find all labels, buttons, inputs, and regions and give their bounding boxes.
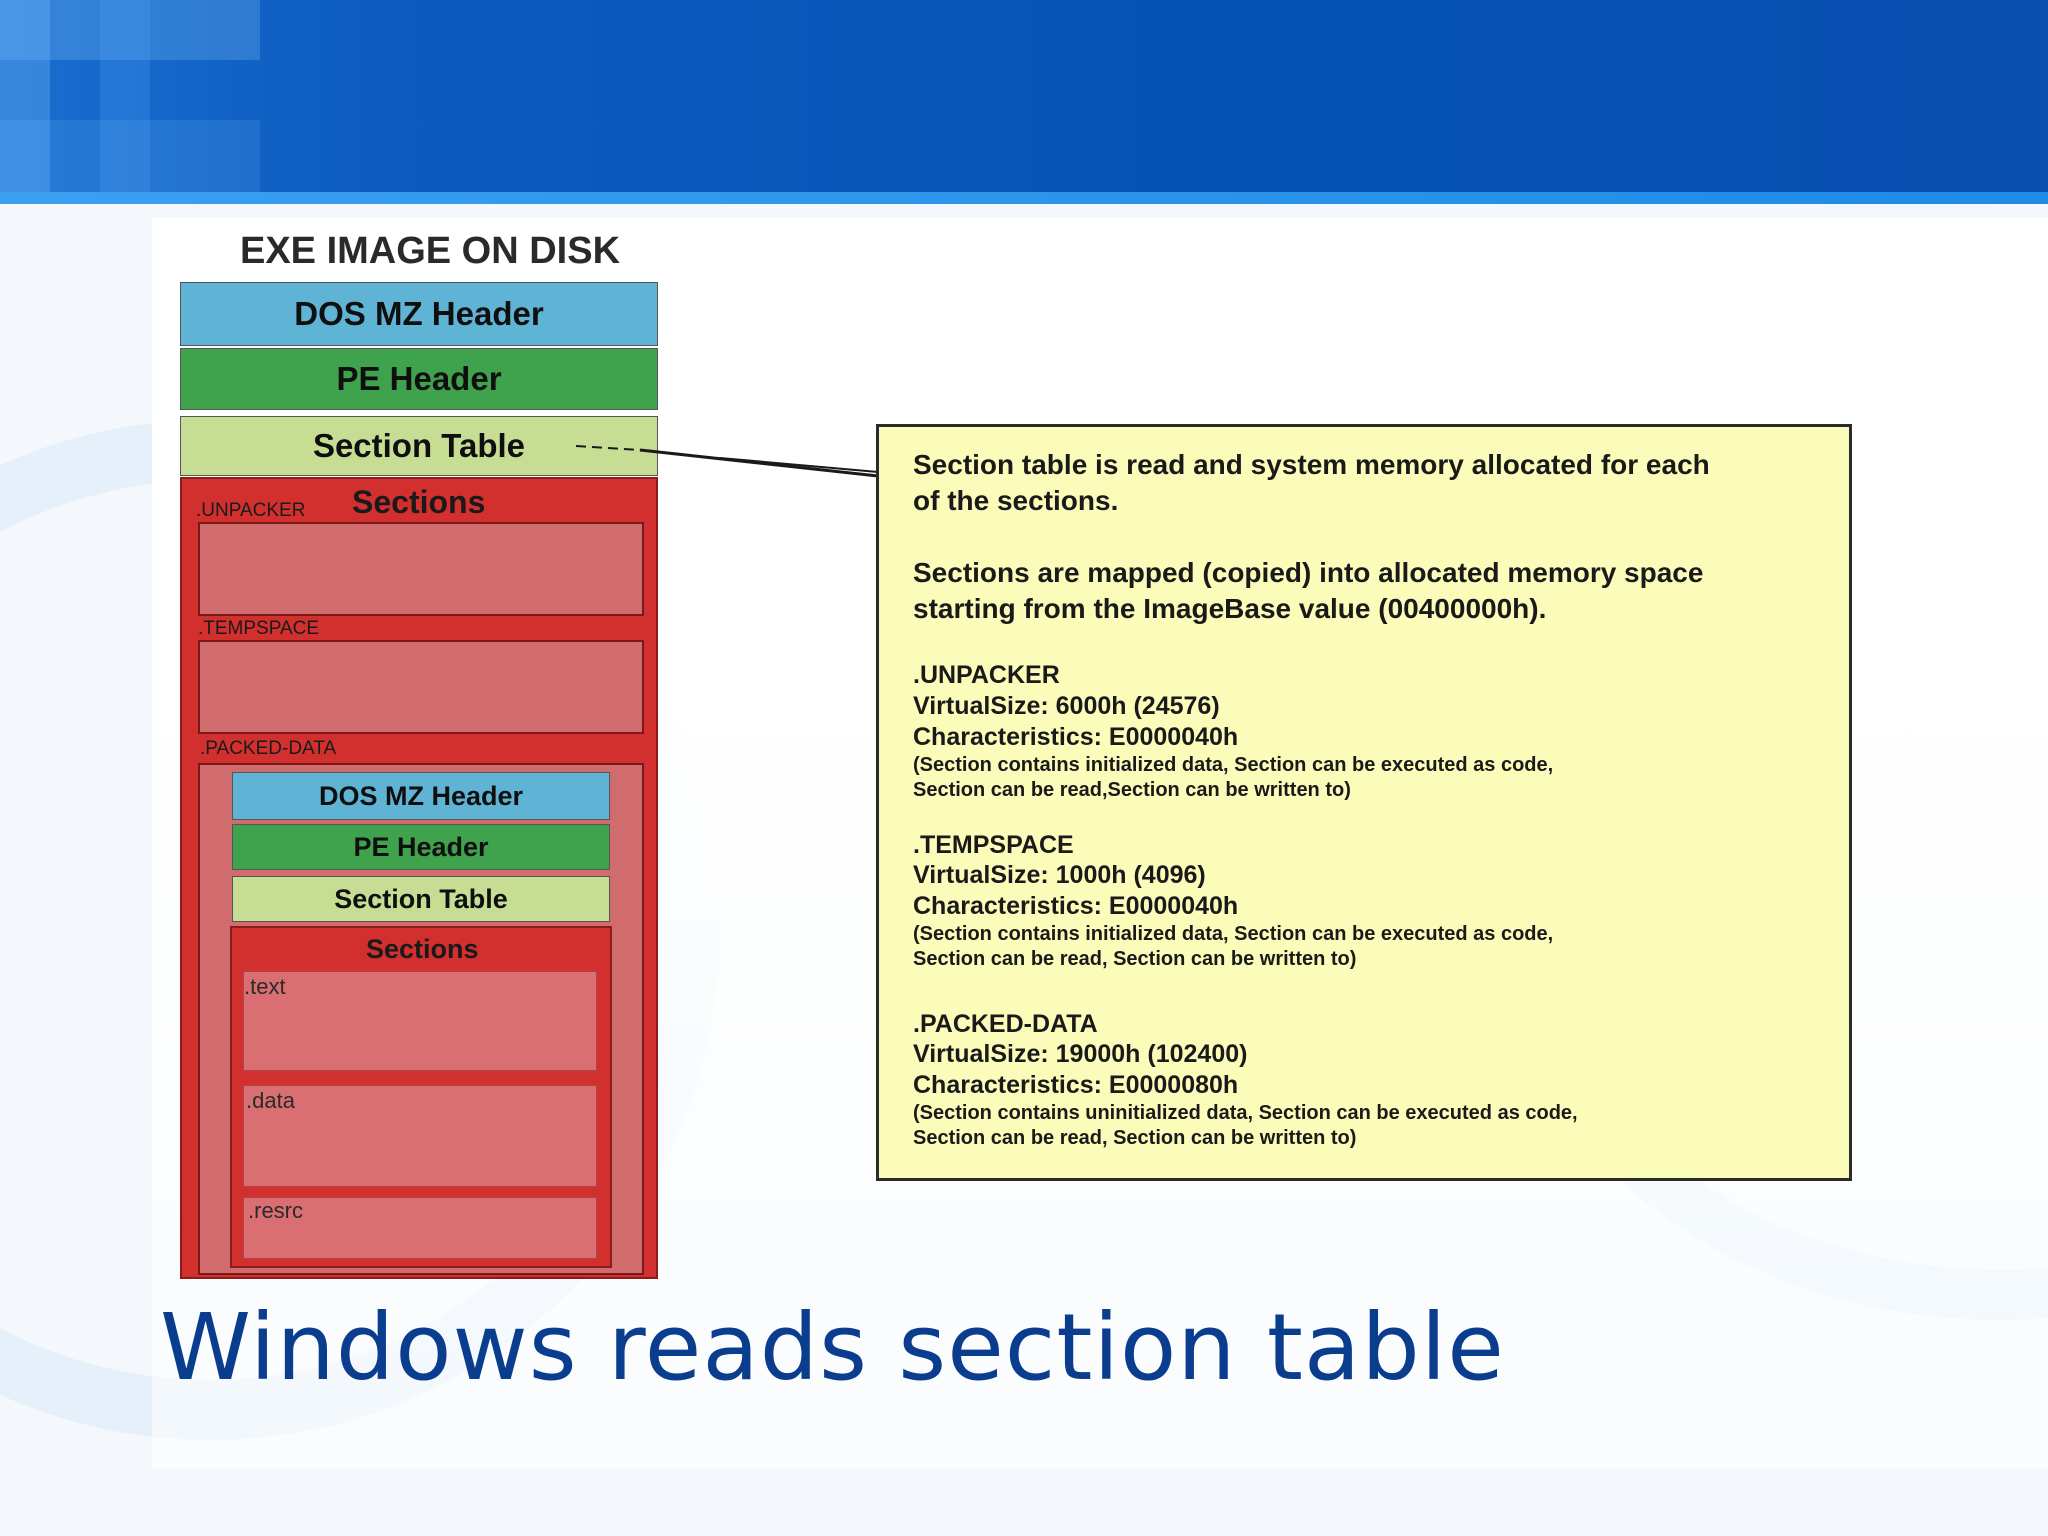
inner-section-table-label: Section Table — [334, 884, 508, 914]
tempspace-section-box — [198, 640, 644, 734]
unpacker-section-box — [198, 522, 644, 616]
header-stripe — [0, 192, 2048, 204]
sections-title: Sections — [352, 484, 486, 520]
callout-intro-line-2: of the sections. — [913, 485, 1119, 516]
packed-data-name: .PACKED-DATA — [913, 1010, 1098, 1038]
packed-data-note-2: Section can be read, Section can be writ… — [913, 1127, 1357, 1149]
pe-header-label: PE Header — [336, 360, 502, 397]
tempspace-name: .TEMPSPACE — [913, 831, 1074, 859]
callout-intro-line-3: Sections are mapped (copied) into alloca… — [913, 557, 1704, 588]
resrc-section-label: .resrc — [248, 1198, 303, 1223]
data-section-box — [242, 1084, 598, 1188]
text-section-box — [242, 970, 598, 1072]
packed-data-label: .PACKED-DATA — [200, 738, 337, 759]
tempspace-virtual-size: VirtualSize: 1000h (4096) — [913, 861, 1206, 889]
packed-data-characteristics: Characteristics: E0000080h — [913, 1071, 1239, 1099]
unpacker-name: .UNPACKER — [913, 661, 1060, 689]
slide-title: Windows reads section table — [160, 1294, 1505, 1401]
tempspace-label: .TEMPSPACE — [198, 618, 320, 639]
section-table-label: Section Table — [312, 427, 526, 464]
inner-dos-mz-header-label: DOS MZ Header — [318, 781, 524, 811]
inner-sections-title: Sections — [366, 934, 479, 964]
inner-pe-header-box: PE Header — [232, 824, 610, 870]
packed-data-virtual-size: VirtualSize: 19000h (102400) — [913, 1040, 1248, 1068]
connector-solid-segment-2 — [719, 457, 879, 473]
tempspace-note-1: (Section contains initialized data, Sect… — [913, 923, 1554, 945]
unpacker-note-1: (Section contains initialized data, Sect… — [913, 754, 1554, 776]
connector-dashed-segment — [575, 445, 641, 451]
section-table-callout: Section table is read and system memory … — [876, 424, 1852, 1181]
exe-column-title: EXE IMAGE ON DISK — [239, 230, 621, 272]
unpacker-virtual-size: VirtualSize: 6000h (24576) — [913, 692, 1220, 720]
connector-solid-segment — [639, 448, 879, 478]
inner-pe-header-label: PE Header — [353, 832, 489, 862]
resrc-section-box — [242, 1196, 598, 1260]
text-section-label: .text — [244, 974, 286, 999]
unpacker-label: .UNPACKER — [196, 500, 306, 521]
callout-intro-line-1: Section table is read and system memory … — [913, 449, 1710, 480]
tempspace-note-2: Section can be read, Section can be writ… — [913, 948, 1357, 970]
callout-intro-line-4: starting from the ImageBase value (00400… — [913, 593, 1547, 624]
tempspace-characteristics: Characteristics: E0000040h — [913, 892, 1239, 920]
unpacker-characteristics: Characteristics: E0000040h — [913, 723, 1239, 751]
header-band — [0, 0, 2048, 192]
data-section-label: .data — [246, 1088, 295, 1113]
dos-mz-header-box: DOS MZ Header — [180, 282, 658, 346]
dos-mz-header-label: DOS MZ Header — [294, 295, 544, 332]
header-mosaic — [0, 0, 260, 192]
packed-data-note-1: (Section contains uninitialized data, Se… — [913, 1102, 1578, 1124]
inner-dos-mz-header-box: DOS MZ Header — [232, 772, 610, 820]
unpacker-note-2: Section can be read,Section can be writt… — [913, 779, 1351, 801]
section-table-box: Section Table — [180, 416, 658, 476]
pe-header-box: PE Header — [180, 348, 658, 410]
inner-section-table-box: Section Table — [232, 876, 610, 922]
